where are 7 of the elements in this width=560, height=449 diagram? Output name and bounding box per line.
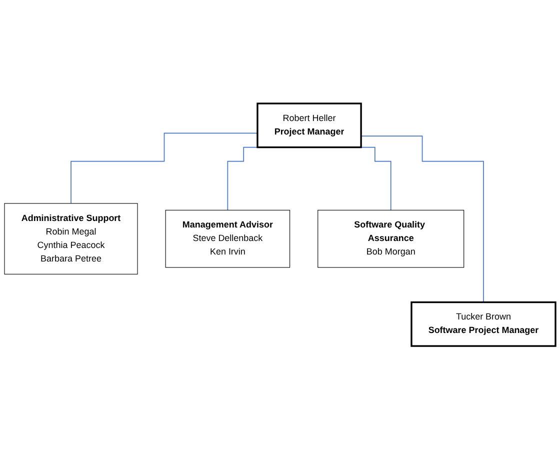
node-box: Software Quality Assurance Bob Morgan [318, 210, 464, 268]
node-box: Administrative Support Robin Megal Cynthia Peacock Barbara Petree [4, 202, 138, 274]
node-box: Robert Heller Project Manager [256, 102, 362, 148]
connector [360, 135, 484, 302]
connector [70, 132, 258, 204]
node-box: Tucker Brown Software Project Manager [410, 301, 556, 347]
node-box: Management Advisor Steve Dellenback Ken Irvin [165, 210, 290, 268]
